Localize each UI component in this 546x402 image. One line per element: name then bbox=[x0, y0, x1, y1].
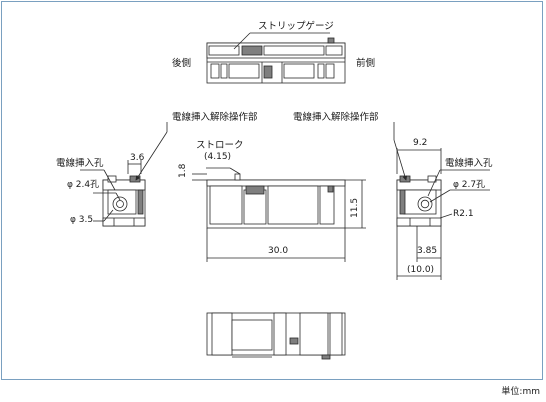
top-view bbox=[206, 32, 346, 84]
front-view bbox=[192, 167, 366, 262]
right-side-view bbox=[393, 122, 490, 280]
dim-phi-2-4: φ 2.4孔 bbox=[67, 180, 100, 190]
drawing-frame bbox=[1, 1, 543, 380]
dim-10-0: (10.0) bbox=[407, 265, 435, 275]
dim-11-5: 11.5 bbox=[350, 197, 360, 218]
dim-phi-2-7: φ 2.7孔 bbox=[453, 180, 486, 190]
left-side-view bbox=[80, 122, 168, 227]
dim-9-2: 9.2 bbox=[413, 138, 428, 148]
dim-3-85: 3.85 bbox=[417, 246, 438, 256]
wire-hole-right-label: 電線挿入孔 bbox=[445, 158, 493, 169]
bottom-view bbox=[206, 312, 346, 360]
dim-phi-3-5: φ 3.5 bbox=[70, 215, 94, 225]
wire-release-right-label: 電線挿入解除操作部 bbox=[293, 112, 379, 123]
dim-3-6: 3.6 bbox=[130, 153, 145, 163]
front-side-label: 前側 bbox=[356, 58, 376, 69]
stroke-label: ストローク bbox=[196, 140, 244, 151]
strip-gauge-label: ストリップゲージ bbox=[258, 21, 334, 32]
dim-r-2-1: R2.1 bbox=[453, 209, 474, 219]
dim-30-0: 30.0 bbox=[268, 246, 289, 256]
wire-release-left-label: 電線挿入解除操作部 bbox=[172, 112, 258, 123]
unit-label: 単位:mm bbox=[501, 387, 540, 397]
wire-hole-left-label: 電線挿入孔 bbox=[56, 158, 104, 169]
rear-side-label: 後側 bbox=[172, 58, 192, 69]
dim-1-8: 1.8 bbox=[178, 163, 188, 178]
stroke-value: (4.15) bbox=[204, 152, 232, 162]
